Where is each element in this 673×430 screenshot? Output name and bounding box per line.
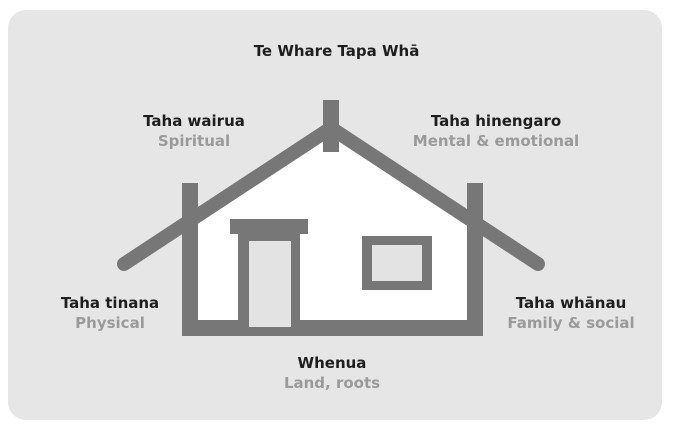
roof-right-board [324, 121, 545, 271]
door-panel [249, 241, 291, 327]
house-base [190, 320, 475, 336]
right-post [467, 183, 483, 336]
left-post [182, 183, 198, 336]
roof-left-board [117, 121, 338, 271]
label-mental: Taha hinengaro Mental & emotional [396, 111, 596, 151]
label-land: Whenua Land, roots [262, 353, 402, 393]
label-spiritual-english: Spiritual [157, 132, 231, 150]
label-family: Taha whānau Family & social [496, 293, 646, 333]
label-land-english: Land, roots [283, 374, 381, 392]
label-physical: Taha tinana Physical [48, 293, 172, 333]
label-mental-english: Mental & emotional [412, 132, 580, 150]
diagram-title: Te Whare Tapa Whā [253, 42, 420, 60]
door-lintel [230, 219, 308, 234]
label-physical-maori: Taha tinana [60, 294, 160, 312]
label-family-maori: Taha whānau [515, 294, 627, 312]
label-spiritual-maori: Taha wairua [143, 112, 245, 130]
label-land-maori: Whenua [297, 354, 367, 372]
window-pane [372, 245, 422, 281]
label-family-english: Family & social [507, 314, 635, 332]
label-physical-english: Physical [75, 314, 145, 332]
label-spiritual: Taha wairua Spiritual [134, 111, 254, 151]
ridge-post [323, 100, 339, 152]
label-mental-maori: Taha hinengaro [430, 112, 562, 130]
